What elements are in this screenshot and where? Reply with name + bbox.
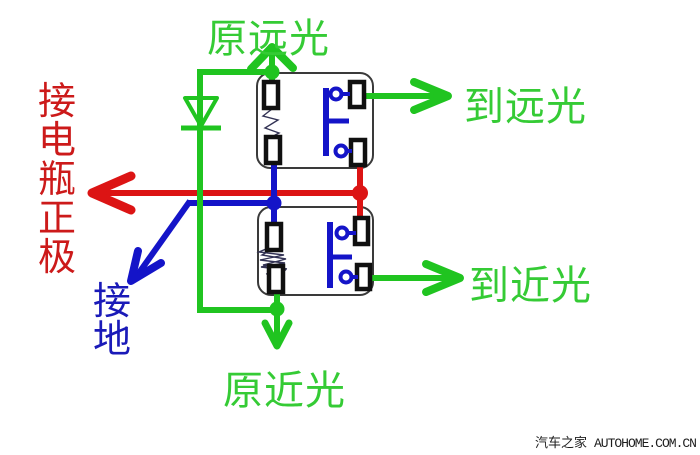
terminal (261, 79, 281, 111)
terminal (354, 262, 373, 292)
arrowhead (87, 171, 136, 215)
label-original-high-beam: 原远光 (207, 17, 330, 61)
terminal (266, 263, 286, 295)
contact-point (338, 269, 354, 285)
junction-dot (269, 301, 285, 317)
terminal (348, 137, 368, 168)
diode-symbol (183, 96, 219, 128)
label-battery-positive: 接电瓶正极 (37, 81, 76, 279)
low-beam-relay-internals (256, 215, 373, 295)
label-to-low-beam: 到近光 (469, 264, 592, 308)
arrowhead (422, 260, 464, 296)
arrowhead (261, 319, 293, 350)
relay-contact-switch (323, 86, 352, 159)
contact-point (328, 86, 344, 102)
junction-dot (266, 195, 282, 211)
label-original-low-beam: 原近光 (223, 369, 346, 413)
high-beam-relay-internals (261, 79, 368, 168)
terminal (263, 134, 283, 166)
terminal (352, 215, 371, 247)
watermark-site-domain: AUTOHOME.COM.CN (593, 436, 697, 451)
contact-point (334, 225, 350, 241)
terminal (347, 79, 367, 110)
relay-contact-switch (327, 222, 358, 288)
junction-dot (352, 185, 368, 201)
label-ground: 接地 (92, 281, 131, 361)
junction-dot (264, 64, 280, 80)
battery-positive-wire (87, 157, 368, 224)
arrowhead (127, 247, 165, 285)
contact-point (333, 143, 349, 159)
trigger-wire-network (181, 43, 464, 350)
arrowhead (410, 78, 452, 114)
watermark: 汽车之家 AUTOHOME.COM.CN (534, 432, 697, 451)
watermark-site-name: 汽车之家 (534, 435, 587, 450)
terminal (264, 221, 284, 253)
label-to-high-beam: 到远光 (464, 85, 587, 129)
arrowhead (247, 43, 297, 73)
